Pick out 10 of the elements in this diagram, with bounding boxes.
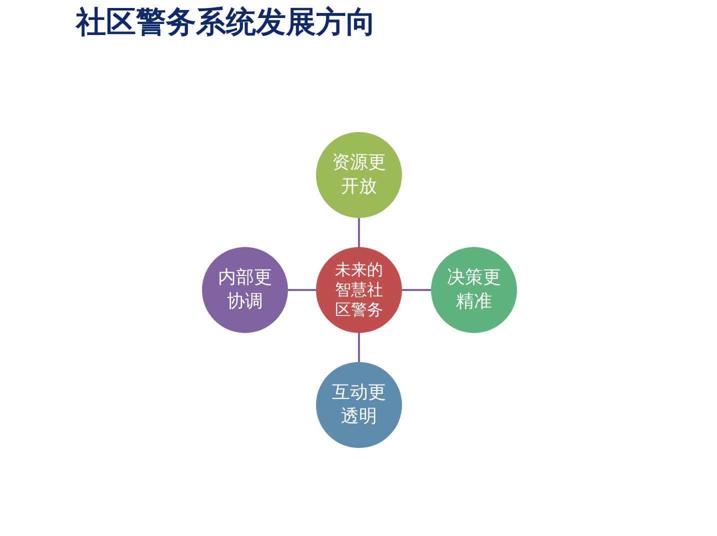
topic-circle: 互动更透明 bbox=[316, 362, 402, 448]
topic-circle: 决策更精准 bbox=[431, 247, 517, 333]
topic-circle: 内部更协调 bbox=[202, 247, 288, 333]
topic-circle: 未来的智慧社区警务 bbox=[316, 247, 402, 333]
connector-line bbox=[402, 289, 431, 291]
connector-line bbox=[358, 218, 360, 247]
title: 社区警务系统发展方向 bbox=[76, 4, 376, 42]
connector-line bbox=[358, 333, 360, 362]
connector-line bbox=[288, 289, 316, 291]
topic-circle: 资源更开放 bbox=[316, 132, 402, 218]
